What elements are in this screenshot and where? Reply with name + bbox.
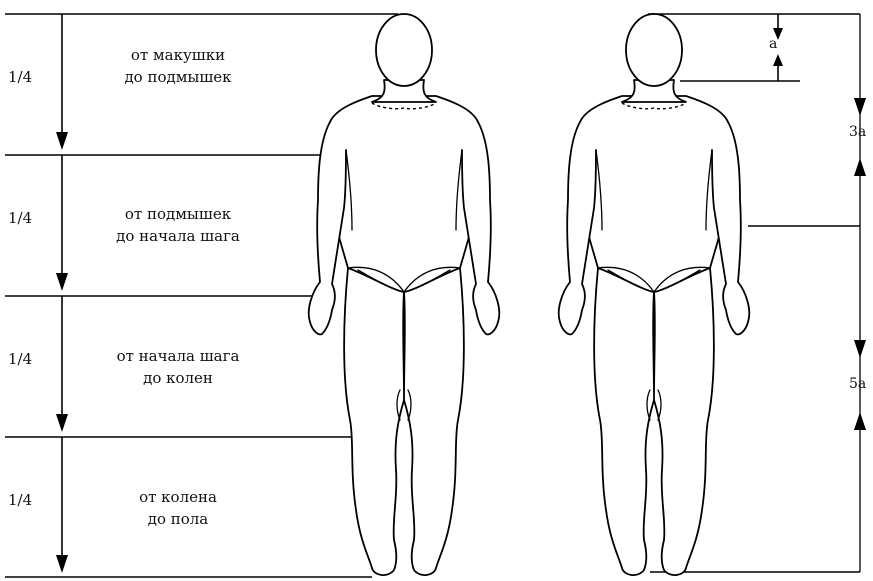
segment-3-text: от начала шага до колен (78, 345, 278, 389)
segment-4-text: от колена до пола (78, 486, 278, 530)
segment-4-line2: до пола (78, 508, 278, 530)
head-measure-label: a (769, 36, 777, 52)
figure-right (559, 14, 750, 575)
segment-2-line1: от подмышек (78, 203, 278, 225)
fraction-label-2: 1/4 (8, 207, 32, 229)
fraction-label-3: 1/4 (8, 348, 32, 370)
arrow-segment-3 (56, 296, 68, 432)
segment-1-text: от макушки до подмышек (78, 44, 278, 88)
left-figure-arm-left (309, 122, 346, 334)
segment-3-line2: до колен (78, 367, 278, 389)
segment-1-line2: до подмышек (78, 66, 278, 88)
segment-2-line2: до начала шага (78, 225, 278, 247)
left-figure-torso (326, 96, 482, 292)
segment-3-line1: от начала шага (78, 345, 278, 367)
arrow-segment-1 (56, 14, 68, 150)
lower-ratio-label: 5a (849, 376, 866, 392)
segment-4-line1: от колена (78, 486, 278, 508)
figure-left (309, 14, 500, 575)
upper-ratio-label: 3a (849, 124, 866, 140)
segment-1-line1: от макушки (78, 44, 278, 66)
left-figure-arm-right (462, 122, 499, 334)
arrow-segment-4 (56, 437, 68, 573)
arrow-segment-2 (56, 155, 68, 291)
fraction-label-1: 1/4 (8, 66, 32, 88)
left-figure-legs (344, 268, 464, 575)
left-figure-head (376, 14, 432, 86)
segment-2-text: от подмышек до начала шага (78, 203, 278, 247)
fraction-label-4: 1/4 (8, 489, 32, 511)
